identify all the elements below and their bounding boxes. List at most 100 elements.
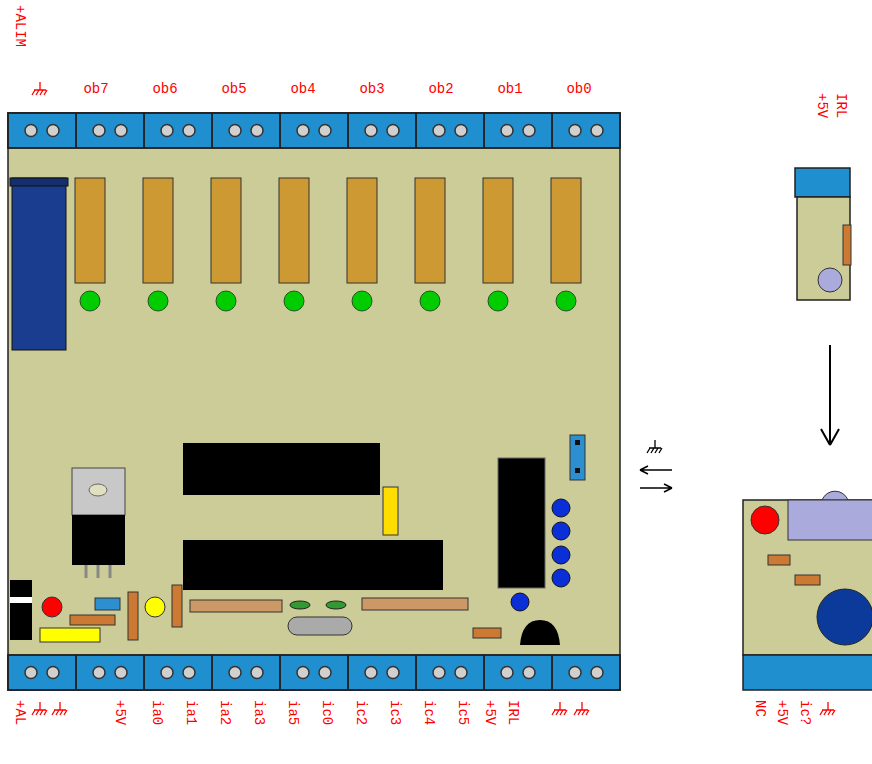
relay (347, 178, 377, 283)
terminal-screw (161, 667, 173, 679)
relay (143, 178, 173, 283)
blue-capacitor (552, 499, 570, 517)
jumper (570, 435, 585, 480)
terminal-label: IRL (506, 700, 520, 725)
terminal-block (552, 113, 620, 148)
blue-capacitor (511, 593, 529, 611)
terminal-screw (25, 667, 37, 679)
terminal-label: ic5 (456, 700, 470, 725)
ground-symbol (32, 702, 47, 715)
diode (10, 580, 32, 640)
relay (279, 178, 309, 283)
terminal-label: ob5 (221, 82, 246, 96)
ground-symbol (32, 82, 47, 95)
resistor (70, 615, 115, 625)
terminal-screw (319, 667, 331, 679)
relay-led (420, 291, 440, 311)
relay-led (488, 291, 508, 311)
terminal-screw (523, 667, 535, 679)
terminal-block (212, 113, 280, 148)
terminal-screw (569, 125, 581, 137)
chip (183, 443, 380, 495)
terminal-block (8, 655, 76, 690)
terminal-screw (25, 125, 37, 137)
relay-led (80, 291, 100, 311)
resistor (795, 575, 820, 585)
module-terminal (743, 655, 872, 690)
terminal-label: ic2 (354, 700, 368, 725)
blue-capacitor (552, 546, 570, 564)
relay (415, 178, 445, 283)
terminal-screw (251, 667, 263, 679)
terminal-screw (183, 667, 195, 679)
yellow-led (145, 597, 165, 617)
terminal-block (484, 655, 552, 690)
terminal-label: ic4 (422, 700, 436, 725)
jumper (95, 598, 120, 610)
terminal-label: ob0 (566, 82, 591, 96)
relay-led (556, 291, 576, 311)
relay (551, 178, 581, 283)
regulator-pins (86, 565, 110, 578)
terminal-block (144, 655, 212, 690)
terminal-screw (297, 667, 309, 679)
terminal-block (212, 655, 280, 690)
terminal-label: ob4 (290, 82, 315, 96)
ground-symbol (52, 702, 67, 715)
relay (483, 178, 513, 283)
terminal-screw (591, 125, 603, 137)
terminal-block (416, 655, 484, 690)
terminal-label: ia0 (150, 700, 164, 725)
terminal-screw (433, 667, 445, 679)
capacitor-yellow (40, 628, 100, 642)
terminal-label: +5V (483, 700, 497, 725)
terminal-label: ia5 (286, 700, 300, 725)
terminal-screw (229, 125, 241, 137)
capacitor-yellow (383, 487, 398, 535)
terminal-label: IRL (834, 93, 848, 118)
terminal-label: +ALIM (13, 5, 27, 47)
ground-symbol (820, 702, 835, 715)
terminal-screw (183, 125, 195, 137)
terminal-screw (523, 125, 535, 137)
relay-led (216, 291, 236, 311)
terminal-label: ob2 (428, 82, 453, 96)
resistor (128, 592, 138, 640)
diode-band (10, 597, 32, 603)
red-led (42, 597, 62, 617)
terminal-screw (387, 125, 399, 137)
terminal-screw (93, 125, 105, 137)
regulator (72, 515, 125, 565)
terminal-block (76, 655, 144, 690)
terminal-label: ia3 (252, 700, 266, 725)
chip (498, 458, 545, 588)
terminal-block (416, 113, 484, 148)
module-terminal (795, 168, 850, 197)
ir-receiver-module (743, 500, 872, 655)
terminal-label: ia1 (184, 700, 198, 725)
terminal-block (144, 113, 212, 148)
resistor (768, 555, 790, 565)
relay (75, 178, 105, 283)
terminal-screw (47, 667, 59, 679)
ir-emitter-module (797, 197, 850, 300)
red-led (751, 506, 779, 534)
terminal-label: +AL (13, 700, 27, 725)
terminal-block (280, 655, 348, 690)
terminal-label: ic3 (388, 700, 402, 725)
blue-capacitor (552, 569, 570, 587)
small-capacitor (290, 601, 310, 609)
terminal-screw (365, 125, 377, 137)
terminal-label: +5V (113, 700, 127, 725)
resistor (843, 225, 851, 265)
capacitor (12, 178, 66, 350)
terminal-screw (433, 125, 445, 137)
ground-symbol (647, 440, 662, 453)
resistor-array (190, 600, 282, 612)
capacitor-top (10, 178, 68, 186)
regulator-tab (72, 468, 125, 515)
placement-arrow (821, 345, 839, 445)
terminal-screw (569, 667, 581, 679)
ground-symbol (552, 702, 567, 715)
